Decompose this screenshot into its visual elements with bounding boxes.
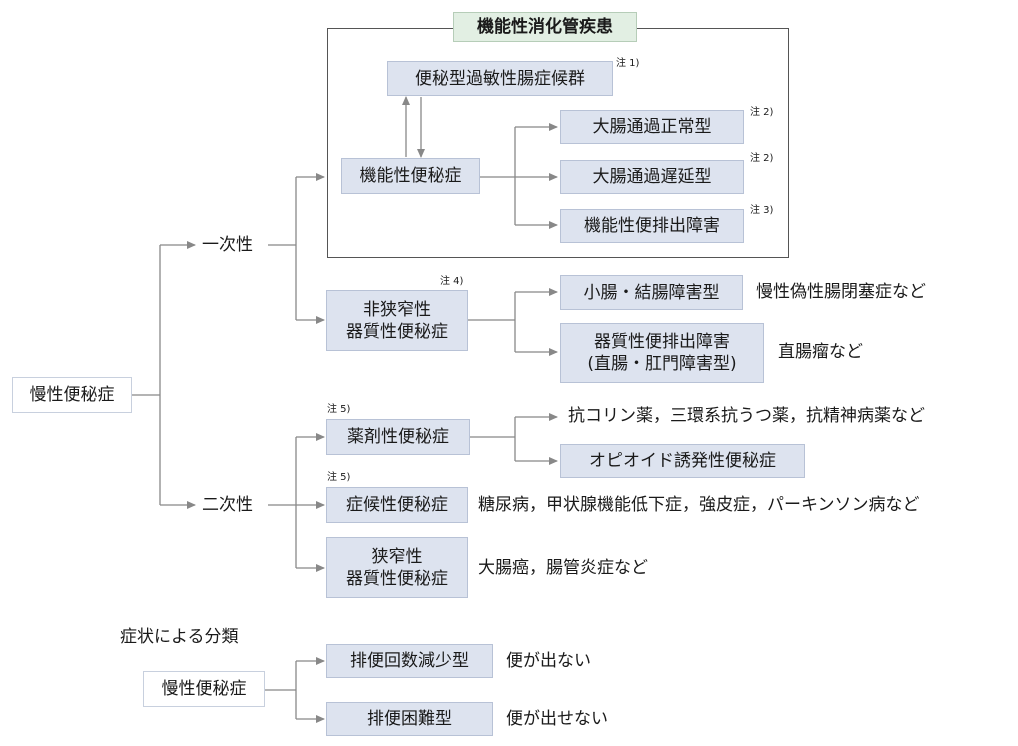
symptom-section-title: 症状による分類 <box>120 627 239 647</box>
stenotic-organic-node: 狭窄性 器質性便秘症 <box>326 537 468 598</box>
difficult-evacuation-desc: 便が出せない <box>506 709 608 729</box>
defecation-disorder-node: 機能性便排出障害 <box>560 209 744 243</box>
organic-defecation-line-2: (直腸・肛門障害型) <box>587 354 737 374</box>
organic-defecation-line-1: 器質性便排出障害 <box>594 332 730 352</box>
small-intestine-node: 小腸・結腸障害型 <box>560 275 743 310</box>
ibs-node: 便秘型過敏性腸症候群 <box>387 61 613 96</box>
difficult-evacuation-node: 排便困難型 <box>326 702 493 736</box>
drug-examples: 抗コリン薬，三環系抗うつ薬，抗精神病薬など <box>568 406 925 426</box>
note-5b: 注 5) <box>327 472 351 483</box>
non-stenotic-line-1: 非狭窄性 <box>363 299 431 320</box>
note-4: 注 4) <box>440 276 464 287</box>
normal-transit-node: 大腸通過正常型 <box>560 110 744 144</box>
organic-defecation-example: 直腸瘤など <box>778 342 863 362</box>
frame-title: 機能性消化管疾患 <box>453 12 637 42</box>
note-2a: 注 2) <box>750 107 774 118</box>
organic-defecation-node: 器質性便排出障害 (直腸・肛門障害型) <box>560 323 764 383</box>
non-stenotic-organic-node: 非狭窄性 器質性便秘症 <box>326 290 468 351</box>
drug-induced-node: 薬剤性便秘症 <box>326 419 470 455</box>
decreased-frequency-desc: 便が出ない <box>506 651 591 671</box>
slow-transit-node: 大腸通過遅延型 <box>560 160 744 194</box>
stenotic-line-1: 狭窄性 <box>371 546 423 567</box>
symptom-root-node: 慢性便秘症 <box>143 671 265 707</box>
root-node: 慢性便秘症 <box>12 377 132 413</box>
non-stenotic-line-2: 器質性便秘症 <box>346 321 448 342</box>
symptomatic-node: 症候性便秘症 <box>326 487 468 523</box>
note-5a: 注 5) <box>327 404 351 415</box>
stenotic-examples: 大腸癌，腸管炎症など <box>478 558 648 578</box>
primary-label: 一次性 <box>202 235 253 255</box>
note-1: 注 1) <box>616 58 640 69</box>
note-3: 注 3) <box>750 205 774 216</box>
functional-constipation-node: 機能性便秘症 <box>341 158 480 194</box>
stenotic-line-2: 器質性便秘症 <box>346 568 448 589</box>
symptomatic-examples: 糖尿病，甲状腺機能低下症，強皮症，パーキンソン病など <box>478 495 920 515</box>
note-2b: 注 2) <box>750 153 774 164</box>
opioid-node: オピオイド誘発性便秘症 <box>560 444 805 478</box>
secondary-label: 二次性 <box>202 495 253 515</box>
small-intestine-example: 慢性偽性腸閉塞症など <box>756 282 926 302</box>
decreased-frequency-node: 排便回数減少型 <box>326 644 493 678</box>
